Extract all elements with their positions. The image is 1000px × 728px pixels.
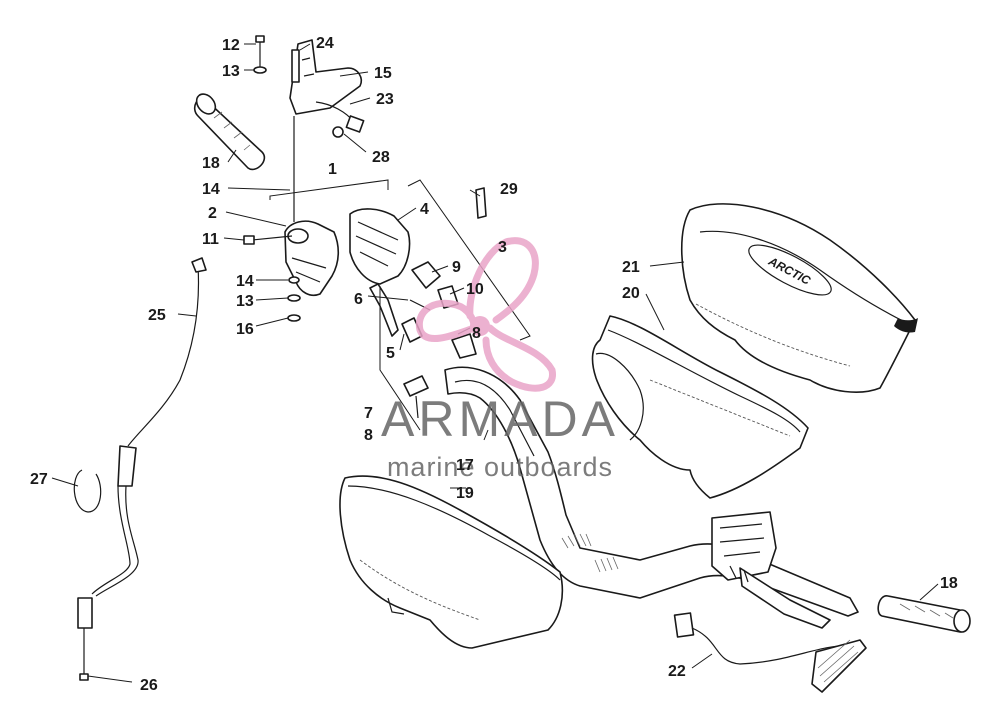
callout-7: 7 <box>364 405 373 422</box>
callout-6: 6 <box>354 291 363 308</box>
callout-10: 10 <box>466 281 484 298</box>
lever-bracket <box>289 39 365 133</box>
callout-9: 9 <box>452 259 461 276</box>
handlebar-pad: ARCTIC <box>680 203 918 393</box>
callout-25: 25 <box>148 307 166 324</box>
callout-8-lower: 8 <box>364 427 373 444</box>
callout-26: 26 <box>140 677 158 694</box>
watermark-subtitle: marine outboards <box>387 452 613 482</box>
callout-12: 12 <box>222 37 240 54</box>
handlebar-shroud <box>591 315 809 499</box>
watermark-title: ARMADA <box>381 391 619 447</box>
callout-1: 1 <box>328 161 337 178</box>
fasteners <box>243 35 487 419</box>
callout-21: 21 <box>622 259 640 276</box>
heater-harness <box>673 612 867 693</box>
lower-shroud <box>339 475 564 649</box>
callout-3: 3 <box>498 239 507 256</box>
callout-20: 20 <box>622 285 640 302</box>
callout-18-left: 18 <box>202 155 220 172</box>
callout-29: 29 <box>500 181 518 198</box>
callout-11: 11 <box>202 231 219 248</box>
callout-23: 23 <box>376 91 394 108</box>
callout-14-bottom: 14 <box>236 273 254 290</box>
right-control-block <box>711 511 831 629</box>
callout-14-top: 14 <box>202 181 220 198</box>
callout-17: 17 <box>456 457 474 474</box>
callout-15: 15 <box>374 65 392 82</box>
callout-18-right: 18 <box>940 575 958 592</box>
assembly-brackets <box>269 179 531 431</box>
callout-27: 27 <box>30 471 48 488</box>
callout-5: 5 <box>386 345 395 362</box>
throttle-cable <box>73 257 207 681</box>
callout-24: 24 <box>316 35 334 52</box>
propeller-logo <box>415 237 556 392</box>
grip-right <box>877 595 971 633</box>
callout-16: 16 <box>236 321 254 338</box>
callout-13: 13 <box>222 63 240 80</box>
brake-housing <box>284 208 411 337</box>
callout-13-bottom: 13 <box>236 293 254 310</box>
callouts: 12 13 24 15 23 28 18 1 14 2 11 4 3 29 14… <box>30 35 958 694</box>
leader-lines <box>51 43 939 683</box>
callout-8-upper: 8 <box>472 325 481 342</box>
callout-22: 22 <box>668 663 686 680</box>
callout-4: 4 <box>420 201 429 218</box>
callout-2: 2 <box>208 205 217 222</box>
watermark: ARMADA marine outboards <box>381 237 619 482</box>
callout-19: 19 <box>456 485 474 502</box>
grip-left <box>193 93 266 171</box>
callout-28: 28 <box>372 149 390 166</box>
